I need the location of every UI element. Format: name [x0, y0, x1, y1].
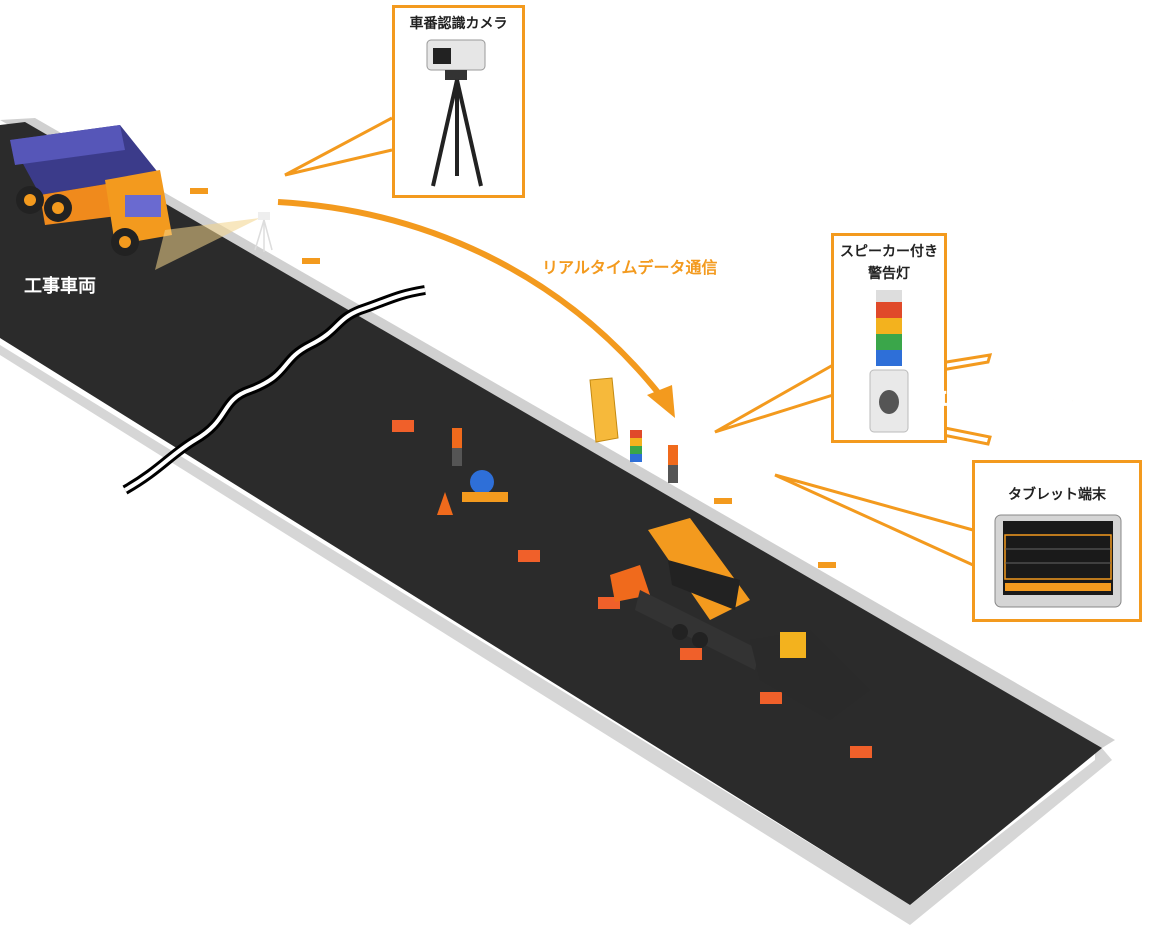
speaker-label-line2: 警告灯	[868, 266, 910, 282]
camera-tripod-icon	[426, 39, 486, 187]
realtime-arrow	[277, 199, 663, 397]
dump-truck-icon	[10, 125, 172, 256]
tablet-callout: タブレット端末	[972, 460, 1142, 622]
announce-text: 車両が入場します	[927, 389, 1081, 412]
camera-callout: 車番認識カメラ	[392, 5, 525, 198]
barrier-icon	[190, 188, 836, 568]
camera-label: 車番認識カメラ	[409, 16, 508, 32]
paver-icon	[610, 518, 870, 720]
speaker-callout-pointer	[714, 363, 834, 434]
camera-tripod-icon	[254, 212, 273, 252]
tablet-callout-pointer	[774, 473, 974, 567]
worker-icon	[452, 428, 678, 483]
realtime-label: リアルタイムデータ通信	[542, 258, 718, 277]
traffic-cone-icon	[437, 492, 453, 515]
speaker-callout: スピーカー付き 警告灯	[831, 233, 947, 443]
tablet-label: タブレット端末	[1008, 487, 1106, 503]
sign-barricade-icon	[462, 470, 508, 502]
camera-light-cone	[155, 218, 260, 270]
road-block-icon	[392, 420, 872, 758]
warning-light-icon	[869, 290, 909, 433]
speaker-icon	[879, 390, 899, 414]
sign-board-icon	[589, 377, 619, 443]
tablet-icon	[994, 514, 1122, 608]
vehicle-label: 工事車両	[24, 276, 96, 297]
camera-callout-pointer	[284, 116, 393, 177]
warning-light-icon	[630, 430, 642, 462]
speaker-label-line1: スピーカー付き	[840, 244, 938, 260]
